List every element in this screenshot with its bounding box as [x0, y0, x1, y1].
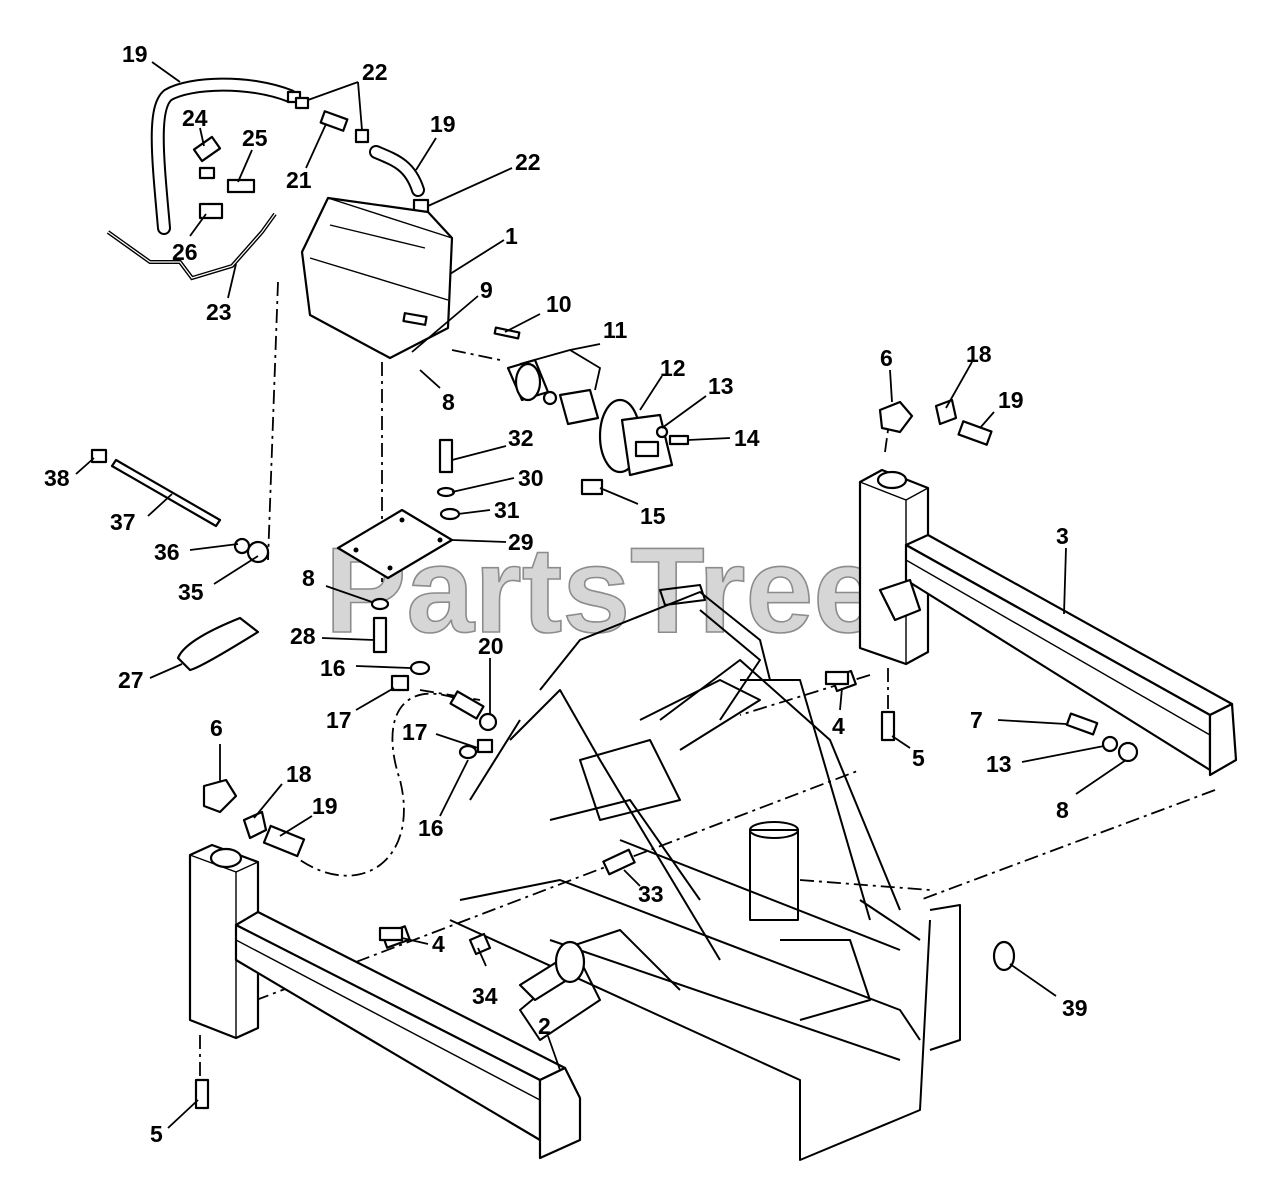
callout-4: 4	[832, 713, 845, 739]
callout-20: 20	[478, 633, 504, 659]
callout-5: 5	[150, 1121, 163, 1147]
callout-16: 16	[320, 655, 346, 681]
hydraulic-hose-19-right	[369, 145, 425, 197]
callout-3: 3	[1056, 523, 1069, 549]
callout-1: 1	[505, 223, 518, 249]
pump-assembly	[493, 326, 690, 496]
callout-21: 21	[286, 167, 312, 193]
callout-34: 34	[472, 983, 498, 1009]
callout-37: 37	[110, 509, 136, 535]
callout-19: 19	[122, 41, 148, 67]
callout-5: 5	[912, 745, 925, 771]
callout-33: 33	[638, 881, 664, 907]
callout-9: 9	[480, 277, 493, 303]
callout-26: 26	[172, 239, 198, 265]
callout-13: 13	[708, 373, 734, 399]
callout-13: 13	[986, 751, 1012, 777]
lower-hose	[299, 692, 456, 877]
callout-2: 2	[538, 1013, 551, 1039]
callout-6: 6	[210, 715, 223, 741]
callout-29: 29	[508, 529, 534, 555]
callout-30: 30	[518, 465, 544, 491]
main-frame	[449, 584, 961, 1161]
callout-18: 18	[286, 761, 312, 787]
callout-27: 27	[118, 667, 144, 693]
callout-38: 38	[44, 465, 70, 491]
callout-35: 35	[178, 579, 204, 605]
callout-17: 17	[326, 707, 352, 733]
callout-16: 16	[418, 815, 444, 841]
mounting-plate	[176, 438, 498, 760]
callouts: 19 22 24 25 21 19 22 26 23 1 9 10 11 8 1…	[44, 41, 1127, 1147]
callout-14: 14	[734, 425, 760, 451]
callout-6: 6	[880, 345, 893, 371]
callout-25: 25	[242, 125, 268, 151]
hydraulic-hose-19-upper	[150, 77, 297, 235]
callout-32: 32	[508, 425, 534, 451]
right-leg	[378, 398, 1238, 972]
callout-8: 8	[302, 565, 315, 591]
callout-15: 15	[640, 503, 666, 529]
callout-19: 19	[998, 387, 1024, 413]
callout-23: 23	[206, 299, 232, 325]
callout-18: 18	[966, 341, 992, 367]
reservoir-tank	[300, 196, 454, 360]
left-leg	[188, 778, 582, 1160]
callout-10: 10	[546, 291, 572, 317]
callout-31: 31	[494, 497, 520, 523]
callout-19: 19	[430, 111, 456, 137]
callout-36: 36	[154, 539, 180, 565]
callout-11: 11	[603, 317, 628, 343]
callout-8: 8	[442, 389, 455, 415]
callout-12: 12	[660, 355, 686, 381]
spindle-hub	[468, 848, 636, 1002]
hydraulic-tube-23	[106, 212, 277, 281]
callout-17: 17	[402, 719, 428, 745]
callout-39: 39	[1062, 995, 1088, 1021]
callout-19: 19	[312, 793, 338, 819]
left-hardware	[90, 448, 270, 564]
callout-22: 22	[515, 149, 541, 175]
callout-7: 7	[970, 707, 983, 733]
callout-28: 28	[290, 623, 316, 649]
callout-24: 24	[182, 105, 208, 131]
callout-4: 4	[432, 931, 445, 957]
callout-22: 22	[362, 59, 388, 85]
callout-8: 8	[1056, 797, 1069, 823]
fittings-upper	[192, 90, 430, 220]
